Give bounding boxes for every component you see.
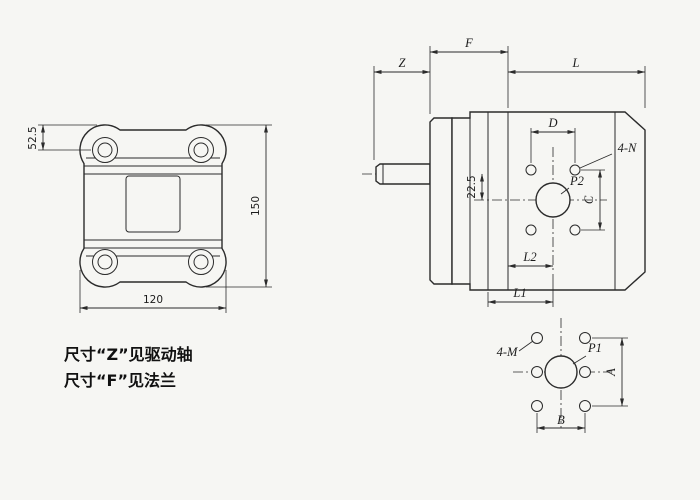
port-circle-p1 [544, 355, 578, 389]
port-p2-label: P2 [569, 174, 584, 188]
mount-holes-label: 4-M [497, 345, 518, 359]
port-bolt-hole [579, 332, 591, 344]
hole-offset-dim-label: 52.5 [27, 126, 39, 149]
hole-pitch-h-dim-label: D [547, 116, 557, 130]
port-pos-l1-label: L1 [512, 286, 526, 300]
bolt-hole [92, 249, 118, 275]
pitch-h-dim-label: B [557, 413, 565, 427]
shaft-dim-label: Z [399, 56, 407, 70]
side-view: D 4-N P2 C 22.5 L2 L1 Z F [362, 36, 646, 307]
center-pocket [125, 175, 181, 233]
port-bolt-hole [579, 366, 591, 378]
note-shaft: 尺寸“Z”见驱动轴 [64, 345, 193, 364]
bolt-hole [188, 137, 214, 163]
pitch-v-dim-label: A [604, 368, 618, 377]
port-p1-label: P1 [587, 341, 602, 355]
leader-line [572, 355, 587, 365]
mounting-flange [429, 117, 453, 285]
leader-line [579, 153, 613, 169]
mount-holes-label: 4-N [618, 141, 637, 155]
bolt-hole [188, 249, 214, 275]
center-offset-dim-label: 22.5 [466, 175, 478, 198]
note-flange: 尺寸“F”见法兰 [64, 371, 176, 390]
port-bolt-hole [569, 224, 581, 236]
notes: 尺寸“Z”见驱动轴 尺寸“F”见法兰 [64, 345, 193, 390]
bolt-hole [92, 137, 118, 163]
port-bolt-hole [525, 164, 537, 176]
port-face-view: 4-M P1 A B [497, 318, 628, 433]
body-length-dim-label: L [572, 56, 580, 70]
hole-pitch-v-dim-label: C [582, 195, 596, 204]
port-bolt-hole [525, 224, 537, 236]
leader-line [560, 187, 570, 195]
port-bolt-hole [531, 332, 543, 344]
port-pos-l2-label: L2 [522, 250, 536, 264]
leader-line [518, 340, 534, 352]
port-bolt-hole [579, 400, 591, 412]
port-bolt-hole [531, 366, 543, 378]
height-dim-label: 150 [250, 196, 262, 216]
width-dim-label: 120 [143, 294, 163, 306]
front-view: 52.5 150 120 [27, 124, 272, 313]
port-bolt-hole [531, 400, 543, 412]
port-circle-p2 [535, 182, 571, 218]
flange-outline [79, 124, 227, 288]
port-bolt-hole [569, 164, 581, 176]
drive-shaft [375, 163, 431, 185]
flange-dim-label: F [464, 36, 473, 50]
